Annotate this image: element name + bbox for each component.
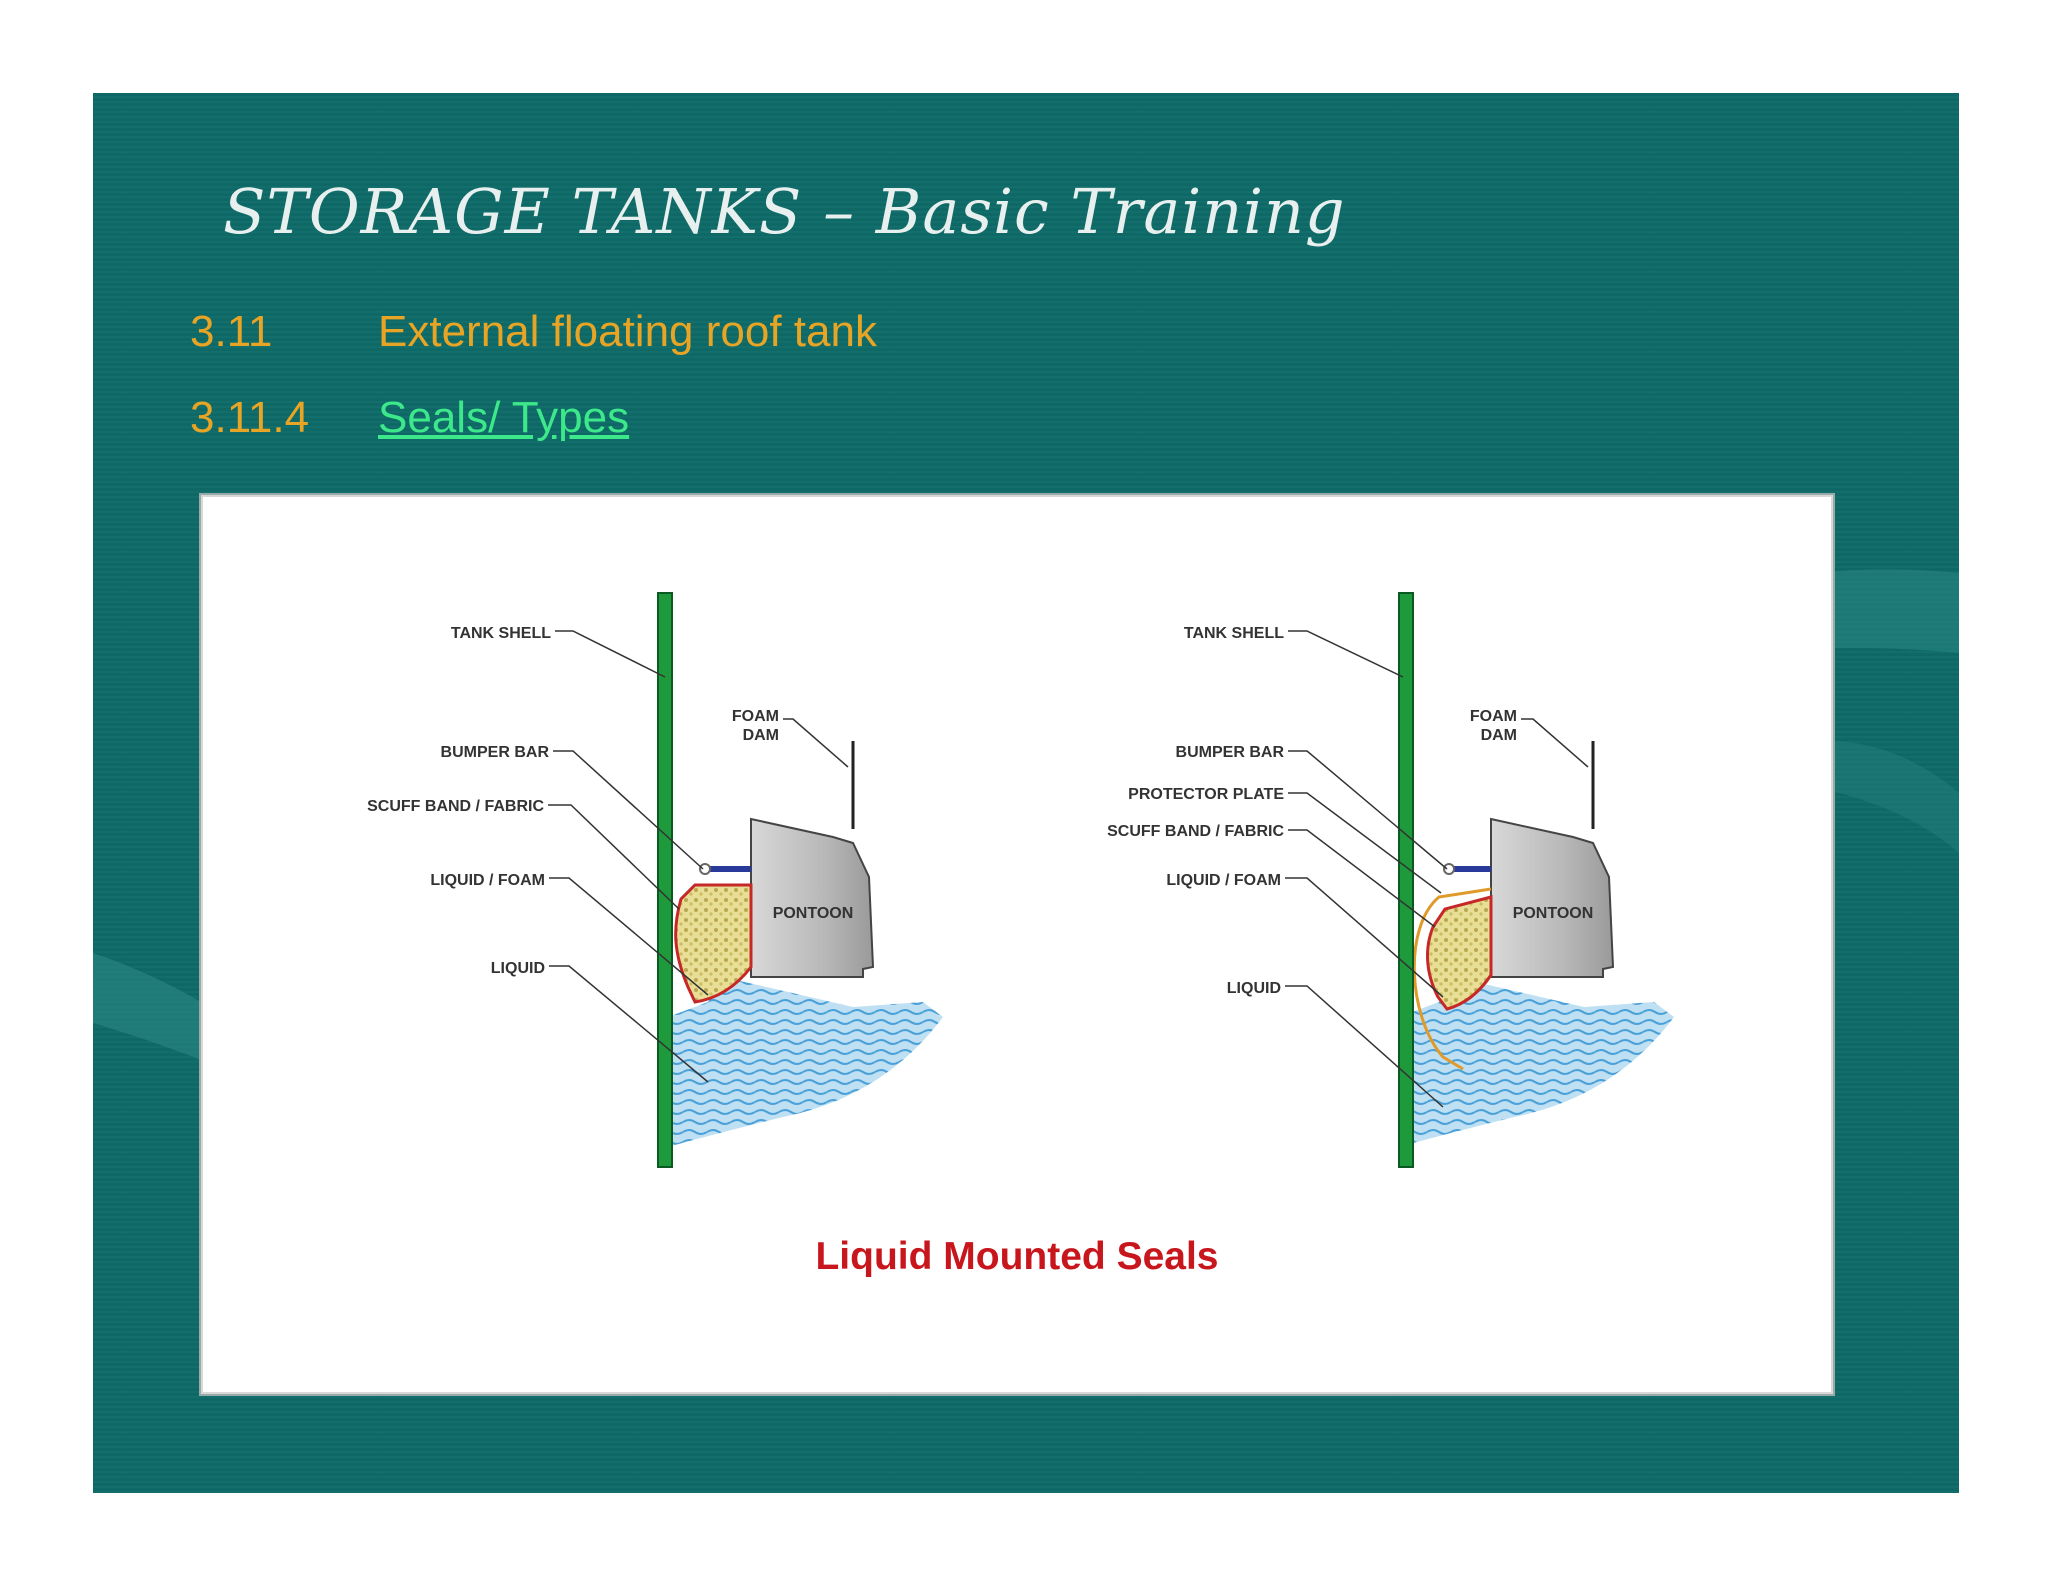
label-scuff-band: SCUFF BAND / FABRIC bbox=[1107, 823, 1284, 840]
label-pontoon: PONTOON bbox=[773, 905, 854, 922]
label-tank-shell: TANK SHELL bbox=[451, 625, 551, 642]
seal-foam bbox=[1426, 895, 1493, 1011]
seal-diagram-figure: TANK SHELL FOAM DAM BUMPER BAR SCUFF BAN… bbox=[201, 495, 1833, 1394]
label-bumper-bar: BUMPER BAR bbox=[441, 744, 550, 761]
seal-diagrams: TANK SHELL FOAM DAM BUMPER BAR SCUFF BAN… bbox=[367, 592, 1674, 1168]
label-liquid-foam: LIQUID / FOAM bbox=[1166, 872, 1281, 889]
label-liquid-foam: LIQUID / FOAM bbox=[430, 872, 545, 889]
label-pontoon: PONTOON bbox=[1513, 905, 1594, 922]
right-seal-diagram: TANK SHELL FOAM DAM BUMPER BAR PROTECTOR… bbox=[1107, 592, 1674, 1168]
label-protector-plate: PROTECTOR PLATE bbox=[1128, 786, 1284, 803]
label-liquid: LIQUID bbox=[1227, 980, 1281, 997]
label-dam: DAM bbox=[743, 727, 779, 744]
label-tank-shell: TANK SHELL bbox=[1184, 625, 1284, 642]
slide: STORAGE TANKS – Basic Training 3.11 Exte… bbox=[93, 93, 1959, 1493]
pontoon-shape bbox=[1490, 817, 1615, 978]
right-leader-lines bbox=[1285, 630, 1589, 1108]
tank-shell-shape bbox=[657, 592, 673, 1168]
subsection-number: 3.11.4 bbox=[190, 393, 310, 442]
label-dam: DAM bbox=[1481, 727, 1517, 744]
left-leader-lines bbox=[548, 630, 849, 1083]
label-foam: FOAM bbox=[1470, 708, 1517, 725]
label-bumper-bar: BUMPER BAR bbox=[1176, 744, 1285, 761]
tank-shell-shape bbox=[1398, 592, 1414, 1168]
left-seal-diagram: TANK SHELL FOAM DAM BUMPER BAR SCUFF BAN… bbox=[367, 592, 943, 1168]
protector-plate-shape bbox=[1412, 887, 1492, 1071]
liquid-area bbox=[1399, 977, 1674, 1147]
slide-title: STORAGE TANKS – Basic Training bbox=[223, 175, 1346, 248]
subsection-link[interactable]: Seals/ Types bbox=[378, 393, 630, 442]
section-text: External floating roof tank bbox=[378, 307, 877, 356]
label-liquid: LIQUID bbox=[491, 960, 545, 977]
seal-foam bbox=[674, 883, 753, 1004]
label-foam: FOAM bbox=[732, 708, 779, 725]
figure-caption: Liquid Mounted Seals bbox=[815, 1235, 1219, 1278]
pontoon-shape bbox=[750, 817, 875, 978]
liquid-area bbox=[668, 977, 943, 1147]
label-scuff-band: SCUFF BAND / FABRIC bbox=[367, 798, 544, 815]
section-number: 3.11 bbox=[190, 307, 273, 356]
